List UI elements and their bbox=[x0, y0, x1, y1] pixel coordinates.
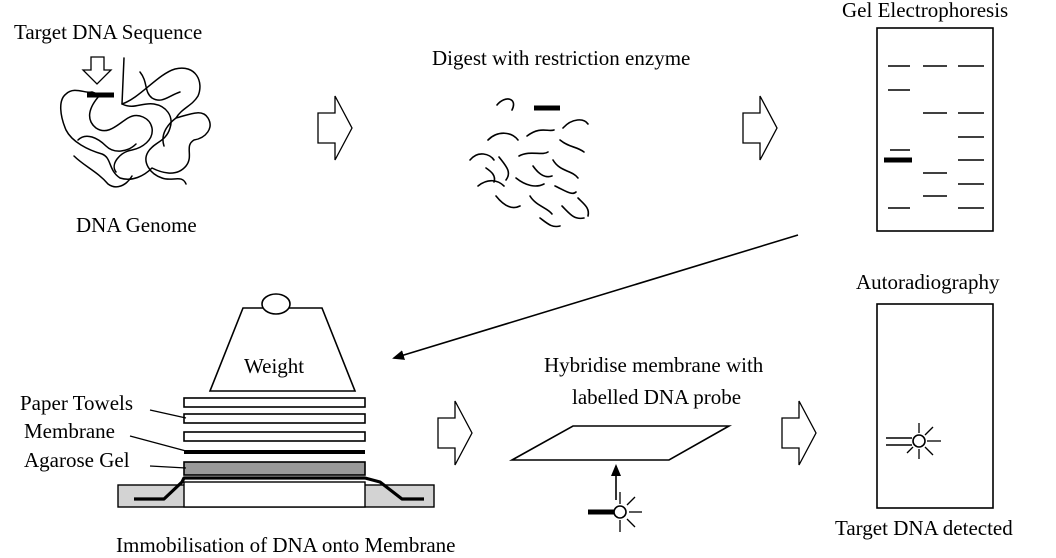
hybridise-group: Hybridise membrane with labelled DNA pro… bbox=[508, 353, 764, 532]
label-hybridise-line1: Hybridise membrane with bbox=[544, 353, 764, 377]
agarose-gel-layer bbox=[183, 461, 366, 476]
label-digest: Digest with restriction enzyme bbox=[432, 46, 690, 70]
membrane-sheet bbox=[508, 425, 733, 461]
detected-band-icon bbox=[886, 423, 941, 459]
membrane-layer bbox=[184, 450, 365, 454]
dna-fragments bbox=[469, 98, 590, 228]
label-hybridise-line2: labelled DNA probe bbox=[572, 385, 741, 409]
x-ray-film bbox=[876, 303, 994, 509]
support-platform bbox=[183, 481, 366, 508]
paper-towel-layer bbox=[183, 397, 366, 408]
label-gel-electrophoresis: Gel Electrophoresis bbox=[842, 0, 1008, 22]
paper-towel-layer bbox=[183, 413, 366, 424]
digest-group: Digest with restriction enzyme bbox=[432, 46, 690, 228]
label-immobilisation: Immobilisation of DNA onto Membrane bbox=[116, 533, 455, 557]
autoradiography-group: Autoradiography Target DNA detected bbox=[835, 270, 1013, 540]
genome-strand bbox=[88, 94, 153, 173]
dna-genome-group: Target DNA Sequence DNA Genome bbox=[14, 20, 211, 237]
gel-electrophoresis-group: Gel Electrophoresis bbox=[842, 0, 1008, 232]
label-dna-genome: DNA Genome bbox=[76, 213, 197, 237]
label-autoradiography: Autoradiography bbox=[856, 270, 1000, 294]
genome-strand bbox=[60, 57, 211, 180]
wick-paper bbox=[134, 476, 424, 501]
gel-slab bbox=[876, 27, 994, 232]
label-membrane: Membrane bbox=[24, 419, 115, 443]
transfer-arrow bbox=[392, 234, 799, 360]
weight-block bbox=[208, 307, 357, 392]
label-target-detected: Target DNA detected bbox=[835, 516, 1013, 540]
labelled-probe-icon bbox=[588, 492, 642, 532]
block-arrow-3-icon bbox=[437, 400, 473, 466]
label-paper-towels: Paper Towels bbox=[20, 391, 133, 415]
label-target-dna-sequence: Target DNA Sequence bbox=[14, 20, 202, 44]
block-arrow-4-icon bbox=[781, 400, 817, 466]
label-weight: Weight bbox=[244, 354, 304, 378]
genome-strand bbox=[121, 102, 187, 185]
genome-strand bbox=[73, 71, 181, 188]
paper-towel-layer bbox=[183, 431, 366, 442]
blotting-setup-group: Weight Paper Towels Membrane Agarose Gel… bbox=[20, 293, 455, 557]
gel-bands bbox=[884, 65, 984, 209]
block-arrow-2-icon bbox=[742, 95, 778, 161]
block-arrow-1-icon bbox=[317, 95, 353, 161]
label-agarose-gel: Agarose Gel bbox=[24, 448, 130, 472]
target-pointer-arrow-icon bbox=[81, 56, 113, 85]
weight-handle bbox=[261, 293, 291, 315]
